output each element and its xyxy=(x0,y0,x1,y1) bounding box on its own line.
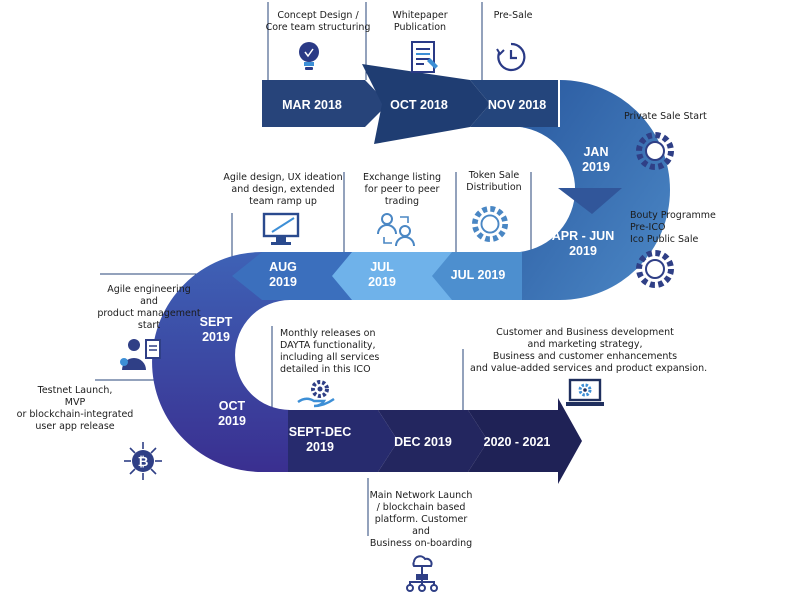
chip-icon xyxy=(636,250,674,288)
segment-line: SEPT xyxy=(200,315,233,329)
bitcoin-circuit-icon: ₿ xyxy=(124,442,162,480)
chip-icon xyxy=(472,206,508,242)
arrow-jul2019b xyxy=(330,252,452,300)
arrow-aug2019 xyxy=(232,252,352,300)
segment-line: DEC 2019 xyxy=(394,435,452,449)
arrow-jan2019 xyxy=(558,188,622,214)
users-exchange-icon xyxy=(377,213,415,247)
lightbulb-icon xyxy=(299,42,319,70)
arrow-mar2018 xyxy=(262,80,388,127)
segment-label-dec2019: DEC 2019 xyxy=(394,435,452,449)
segment-line: APR - JUN xyxy=(552,229,615,243)
arrow-2020-2021 xyxy=(468,398,582,484)
segment-line: SEPT-DEC xyxy=(289,425,352,439)
arrow-dec2019 xyxy=(378,410,488,472)
segment-line: 2019 xyxy=(218,414,246,428)
milestone-monthly-releases: Monthly releases on DAYTA functionality,… xyxy=(280,328,380,375)
milestone-customer-business: Customer and Business development and ma… xyxy=(470,327,708,374)
document-icon xyxy=(411,41,438,73)
left-turn-band xyxy=(152,252,290,472)
segment-line: JAN xyxy=(583,145,608,159)
gear-hand-icon xyxy=(297,380,335,408)
segment-line: AUG xyxy=(269,260,297,274)
segment-line: OCT 2018 xyxy=(390,98,448,112)
team-clipboard-icon xyxy=(120,339,161,370)
network-tree-icon xyxy=(406,555,438,592)
arrow-nov2018 xyxy=(470,80,558,127)
segment-line: OCT xyxy=(219,399,246,413)
milestone-agile-engineering: Agile engineering and product management… xyxy=(97,284,201,331)
milestone-mainnet: Main Network Launch / blockchain based p… xyxy=(369,490,473,549)
segment-label-nov2018: NOV 2018 xyxy=(488,98,546,112)
milestone-token-sale: Token Sale Distribution xyxy=(466,170,522,193)
segment-line: MAR 2018 xyxy=(282,98,342,112)
segment-line: 2019 xyxy=(202,330,230,344)
segment-line: 2020 - 2021 xyxy=(484,435,551,449)
laptop-gear-icon xyxy=(566,378,604,406)
segment-line: JUL 2019 xyxy=(451,268,506,282)
segment-line: 2019 xyxy=(269,275,297,289)
segment-label-jul2019a: JUL 2019 xyxy=(451,268,506,282)
segment-line: 2019 xyxy=(368,275,396,289)
connector-lines xyxy=(95,2,620,536)
segment-label-2020-2021: 2020 - 2021 xyxy=(484,435,551,449)
milestone-concept: Concept Design / Core team structuring xyxy=(265,10,371,33)
milestone-agile-design: Agile design, UX ideation and design, ex… xyxy=(223,172,343,207)
segment-line: NOV 2018 xyxy=(488,98,546,112)
arrow-jul2019a xyxy=(418,252,522,300)
clock-icon xyxy=(496,42,526,72)
segment-line: JUL xyxy=(370,260,394,274)
segment-label-mar2018: MAR 2018 xyxy=(282,98,342,112)
arrow-septdec2019 xyxy=(288,410,398,472)
milestone-presale: Pre-Sale xyxy=(493,10,533,21)
milestone-testnet: Testnet Launch, MVP or blockchain-integr… xyxy=(16,385,134,432)
segment-line: 2019 xyxy=(306,440,334,454)
chip-icon xyxy=(636,132,674,170)
segment-label-oct2018: OCT 2018 xyxy=(390,98,448,112)
milestone-whitepaper: Whitepaper Publication xyxy=(392,10,448,33)
milestone-exchange: Exchange listing for peer to peer tradin… xyxy=(362,172,442,207)
svg-text:₿: ₿ xyxy=(138,455,149,470)
milestone-private-sale: Private Sale Start xyxy=(624,111,707,122)
segment-line: 2019 xyxy=(569,244,597,258)
segment-line: 2019 xyxy=(582,160,610,174)
arrow-oct2018 xyxy=(362,64,490,144)
milestone-bounty: Bouty Programme Pre-ICO Ico Public Sale xyxy=(630,210,716,245)
monitor-design-icon xyxy=(262,212,300,245)
